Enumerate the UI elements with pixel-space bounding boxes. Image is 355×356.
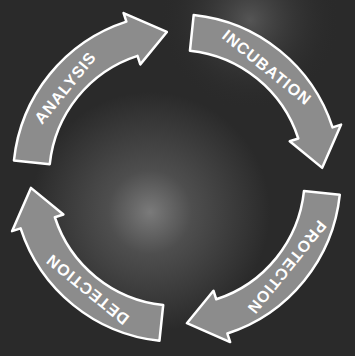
- arrow-shape: [181, 186, 353, 354]
- arrow-shape: [185, 2, 353, 174]
- arrow-shape: [1, 1, 173, 169]
- arrow-shape: [0, 182, 168, 354]
- cycle-arrow: PROTECTION: [181, 186, 353, 354]
- stage-label: PROTECTION: [244, 217, 329, 316]
- cycle-arrow: INCUBATION: [185, 2, 353, 174]
- arrow-outline: [14, 13, 167, 164]
- cycle-arrow: ANALYSIS: [1, 1, 173, 169]
- arrow-outline: [190, 15, 341, 168]
- cycle-arrow: DETECTION: [0, 182, 168, 354]
- arrow-outline: [187, 191, 340, 342]
- arrow-outline: [12, 188, 163, 341]
